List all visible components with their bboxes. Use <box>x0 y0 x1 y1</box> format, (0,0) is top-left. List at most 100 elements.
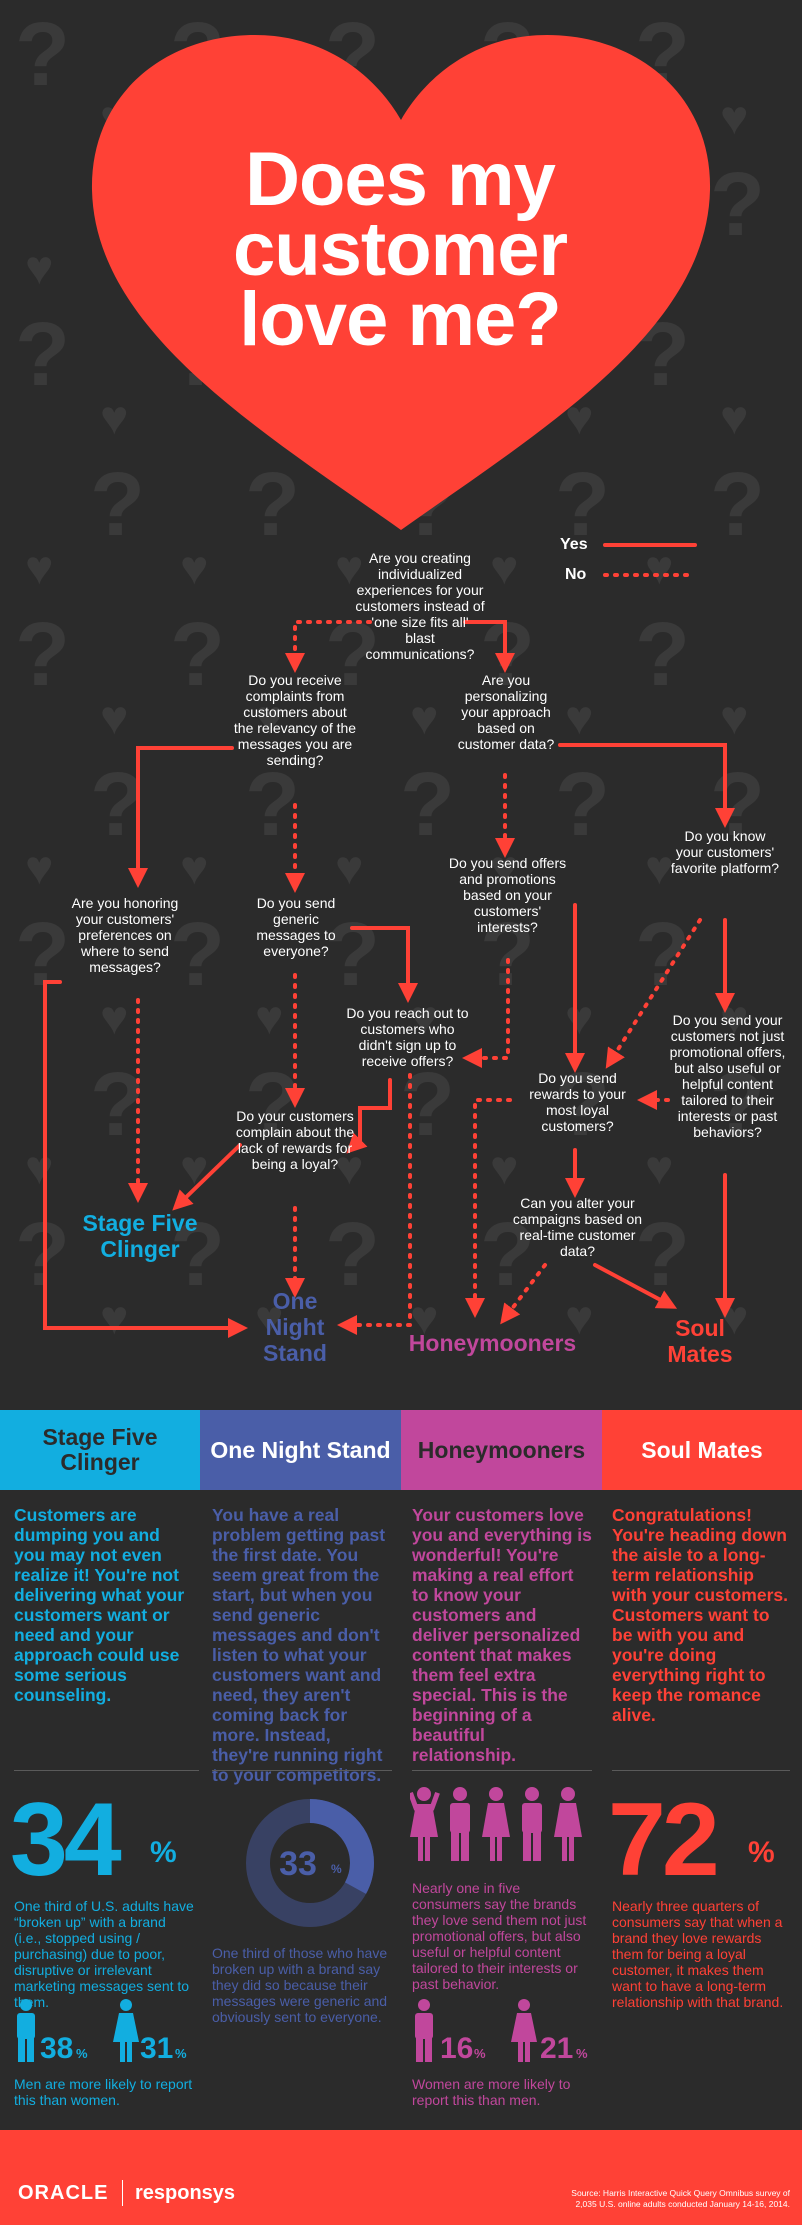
question-mark-decor: ? <box>90 1055 145 1155</box>
heart-icon <box>91 35 711 530</box>
stat-33-unit: % <box>331 1862 342 1876</box>
legend-yes-label: Yes <box>560 536 588 553</box>
stat-women-21-unit: % <box>576 2046 588 2061</box>
person-highlight-icon <box>410 1787 440 1861</box>
question-mark-decor: ? <box>555 455 610 555</box>
stat-72-unit: % <box>748 1836 775 1869</box>
heart-decor-icon: ♥ <box>720 692 749 745</box>
heart-decor-icon: ♥ <box>565 1292 594 1345</box>
heart-decor-icon: ♥ <box>180 842 209 895</box>
description-stage-five-clinger: Customers are dumping you and you may no… <box>14 1505 185 1705</box>
question-mark-decor: ? <box>15 1205 70 1305</box>
source-note: Source: Harris Interactive Quick Query O… <box>571 2188 790 2209</box>
heart-decor-icon: ♥ <box>410 692 439 745</box>
edge-q6-q8 <box>462 958 510 1068</box>
question-mark-decor: ? <box>325 1205 380 1305</box>
question-mark-decor: ? <box>635 605 690 705</box>
person-icon <box>554 1787 582 1861</box>
question-mark-decor: ? <box>15 5 70 105</box>
stat-women-31: 31 <box>140 2032 174 2065</box>
man-icon <box>17 1999 35 2062</box>
stat-72-text: Nearly three quarters of consumers say t… <box>612 1898 784 2010</box>
heart-decor-icon: ♥ <box>565 992 594 1045</box>
question-mark-decor: ? <box>710 755 765 855</box>
question-mark-decor: ? <box>170 905 225 1005</box>
question-generic-messages: Do you send generic messages to everyone… <box>256 895 336 959</box>
question-individualized: Are you creating individualized experien… <box>355 550 485 662</box>
divider-1 <box>14 1770 199 1771</box>
outcome-honeymooners: Honeymooners <box>408 1330 577 1356</box>
stat-men-16-unit: % <box>474 2046 486 2061</box>
heart-decor-icon: ♥ <box>180 1142 209 1195</box>
stat-34-unit: % <box>150 1836 177 1869</box>
heart-decor-icon: ♥ <box>720 92 749 145</box>
edge-q1-q3 <box>463 620 515 673</box>
heart-decor-icon: ♥ <box>335 542 364 595</box>
question-honoring-preferences: Are you honoring your customers' prefere… <box>71 895 179 975</box>
question-mark-decor: ? <box>15 305 70 405</box>
edge-q8-q11 <box>346 1078 392 1154</box>
question-reach-out: Do you reach out to customers who didn't… <box>346 1005 469 1069</box>
heart-decor-icon: ♥ <box>645 842 674 895</box>
description-soul-mates: Congratulations! You're heading down the… <box>612 1505 789 1725</box>
question-mark-decor: ? <box>480 905 535 1005</box>
question-mark-decor: ? <box>170 1205 225 1305</box>
question-mark-decor: ? <box>325 605 380 705</box>
five-people-icons <box>410 1787 582 1861</box>
page-title: Does my customer love me? <box>232 137 568 362</box>
question-complaints-relevancy: Do you receive complaints from customers… <box>233 672 357 768</box>
heart-decor-icon: ♥ <box>255 992 284 1045</box>
heart-decor-icon: ♥ <box>100 992 129 1045</box>
description-honeymooners: Your customers love you and everything i… <box>412 1505 592 1765</box>
woman-icon <box>511 1999 537 2062</box>
edge-q7-q10 <box>605 918 702 1069</box>
band-honeymooners: Honeymooners <box>401 1410 602 1490</box>
question-mark-decor: ? <box>245 755 300 855</box>
man-icon <box>415 1999 433 2062</box>
question-mark-decor: ? <box>710 1055 765 1155</box>
legend-no-label: No <box>565 566 587 583</box>
question-helpful-content: Do you send your customers not just prom… <box>669 1012 786 1140</box>
edge-q1-q2 <box>285 620 372 673</box>
heart-decor-icon: ♥ <box>335 842 364 895</box>
stat-33-text: One third of those who have broken up wi… <box>212 1945 388 2025</box>
gender-icons-blue <box>17 1999 139 2062</box>
question-mark-decor: ? <box>15 605 70 705</box>
edge-q12-honey <box>500 1263 547 1325</box>
heart-decor-icon: ♥ <box>490 1142 519 1195</box>
question-mark-decor: ? <box>555 755 610 855</box>
question-mark-decor: ? <box>400 755 455 855</box>
stat-men-38: 38 <box>40 2032 74 2065</box>
heart-decor-icon: ♥ <box>25 542 54 595</box>
stat-34-note: Men are more likely to report this than … <box>14 2076 193 2108</box>
heart-decor-icon: ♥ <box>255 692 284 745</box>
question-mark-decor: ? <box>15 905 70 1005</box>
donut-33 <box>246 1799 374 1927</box>
logo-divider <box>122 2180 123 2206</box>
stat-33-value: 33 <box>279 1845 317 1883</box>
oracle-logo: ORACLE <box>18 2182 109 2204</box>
person-icon <box>482 1787 510 1861</box>
question-mark-decor: ? <box>710 455 765 555</box>
stat-women-21: 21 <box>540 2032 574 2065</box>
heart-decor-icon: ♥ <box>490 542 519 595</box>
person-icon <box>450 1787 470 1861</box>
heart-decor-icon: ♥ <box>645 542 674 595</box>
question-offers-interests: Do you send offers and promotions based … <box>448 855 567 935</box>
footer: ORACLE responsys Source: Harris Interact… <box>0 2130 802 2225</box>
gender-icons-pink <box>415 1999 537 2062</box>
heart-decor-icon: ♥ <box>565 692 594 745</box>
edge-q4-onenight <box>43 980 248 1338</box>
flowchart-connectors <box>43 543 735 1338</box>
person-icon <box>522 1787 542 1861</box>
description-one-night-stand: You have a real problem getting past the… <box>212 1505 386 1785</box>
band-one-night-stand: One Night Stand <box>200 1410 401 1490</box>
divider-3 <box>412 1770 592 1771</box>
heart-decor-icon: ♥ <box>100 692 129 745</box>
woman-icon <box>113 1999 139 2062</box>
edge-q8-onenight <box>337 1073 412 1335</box>
band-stage-five-clinger: Stage Five Clinger <box>0 1410 200 1490</box>
edge-q5-q8 <box>350 926 418 1003</box>
stat-women-31-unit: % <box>175 2046 187 2061</box>
question-mark-decor: ? <box>170 605 225 705</box>
